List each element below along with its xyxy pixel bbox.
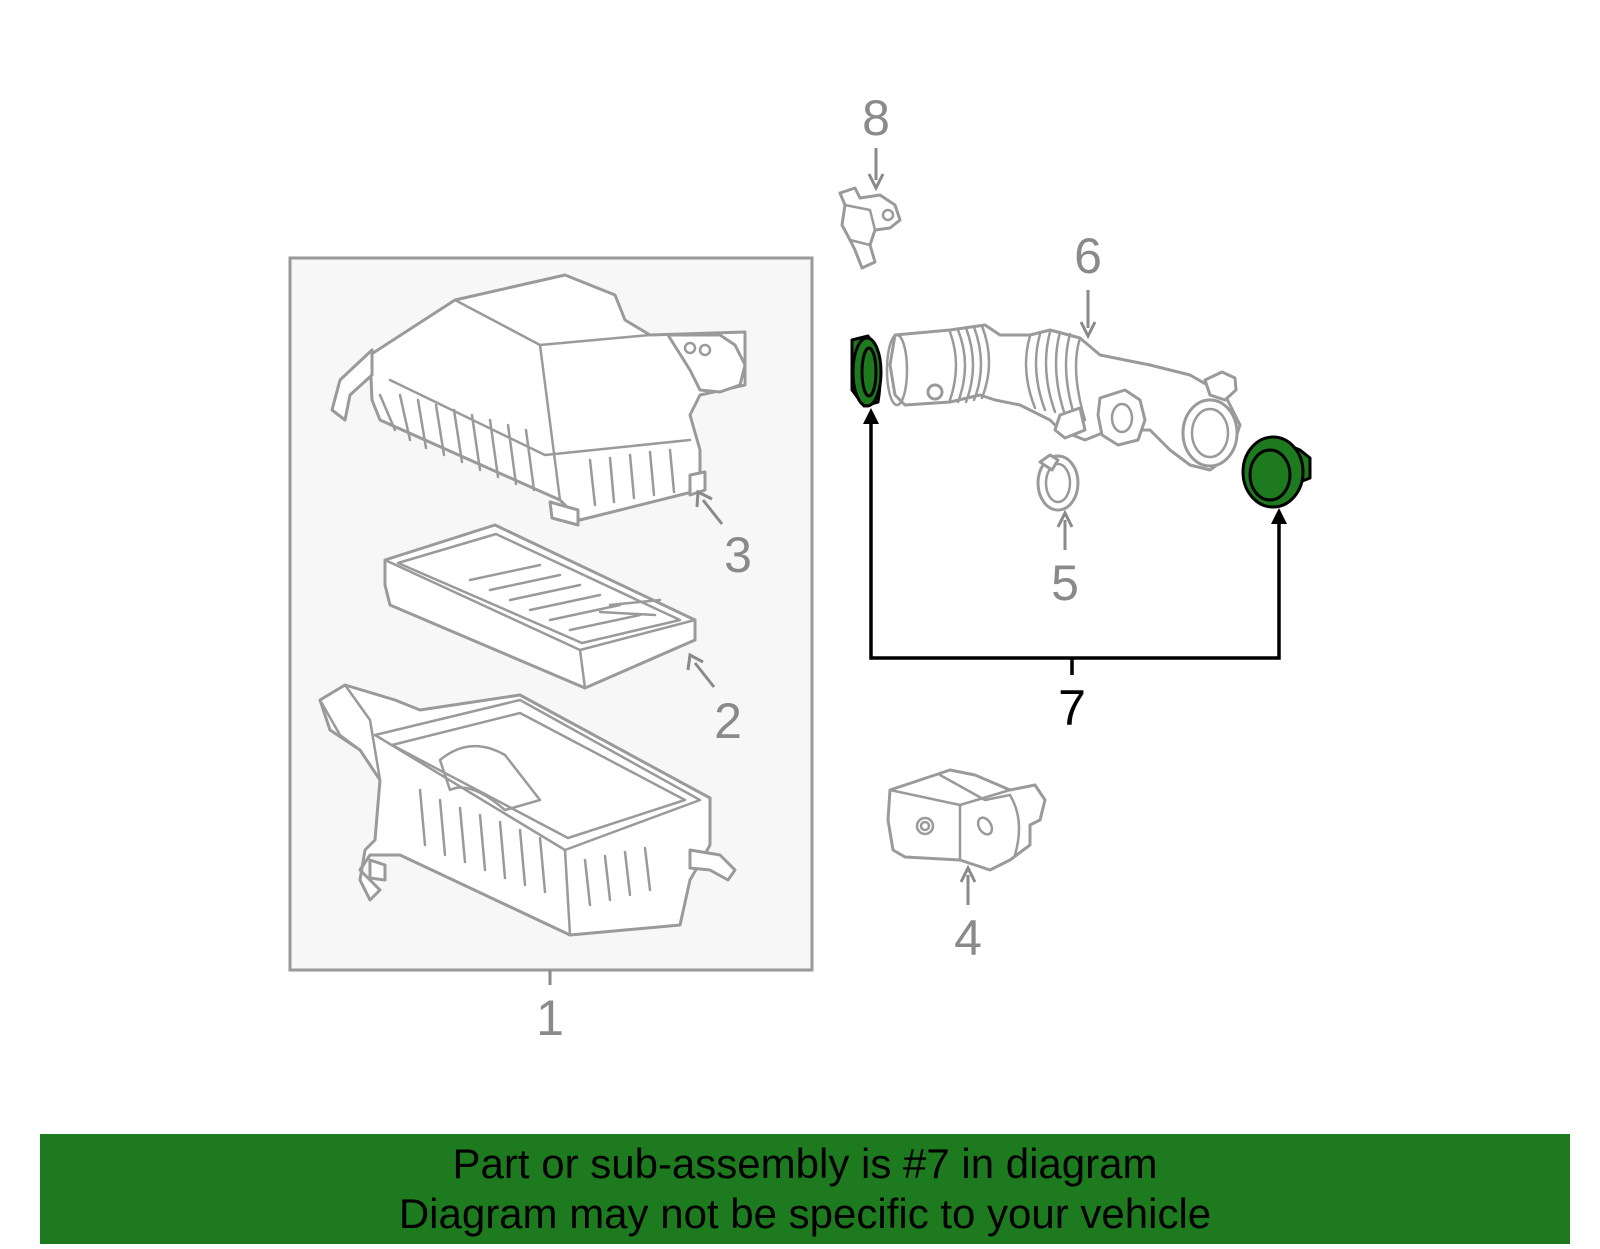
callout-2: 2	[714, 693, 742, 749]
callout-3: 3	[724, 527, 752, 583]
leader-7-arrow-right	[1271, 508, 1287, 524]
air-filter-element[interactable]	[383, 523, 697, 690]
air-flow-meter[interactable]	[886, 768, 1047, 872]
callout-4: 4	[954, 910, 982, 966]
leader-8-arrow	[867, 173, 885, 192]
leader-2-arrow	[686, 652, 704, 671]
hose-clamp[interactable]	[1036, 453, 1080, 512]
intake-hose[interactable]	[885, 323, 1242, 472]
callout-8: 8	[862, 90, 890, 146]
banner-line-1: Part or sub-assembly is #7 in diagram	[452, 1140, 1158, 1187]
leader-2	[693, 662, 716, 688]
leader-7-bracket	[869, 422, 1281, 660]
duct-seal-right[interactable]	[1241, 435, 1312, 509]
leader-4-arrow	[959, 864, 977, 883]
leader-3-arrow	[695, 489, 713, 508]
leader-7-arrow-left	[863, 408, 879, 424]
callout-1: 1	[536, 990, 564, 1046]
duct-seal-left[interactable]	[850, 334, 883, 408]
callout-5: 5	[1051, 555, 1079, 611]
banner-line-2: Diagram may not be specific to your vehi…	[398, 1190, 1212, 1237]
callout-6: 6	[1074, 228, 1102, 284]
leader-5-arrow	[1056, 509, 1074, 528]
air-cleaner-cover[interactable]	[330, 273, 747, 527]
air-cleaner-case[interactable]	[318, 683, 737, 937]
info-banner: Part or sub-assembly is #7 in diagram Di…	[40, 1134, 1570, 1244]
leader-3	[701, 499, 724, 525]
callout-7: 7	[1058, 680, 1086, 736]
leader-6-arrow	[1079, 321, 1097, 340]
intake-air-temp-sensor[interactable]	[838, 186, 902, 270]
